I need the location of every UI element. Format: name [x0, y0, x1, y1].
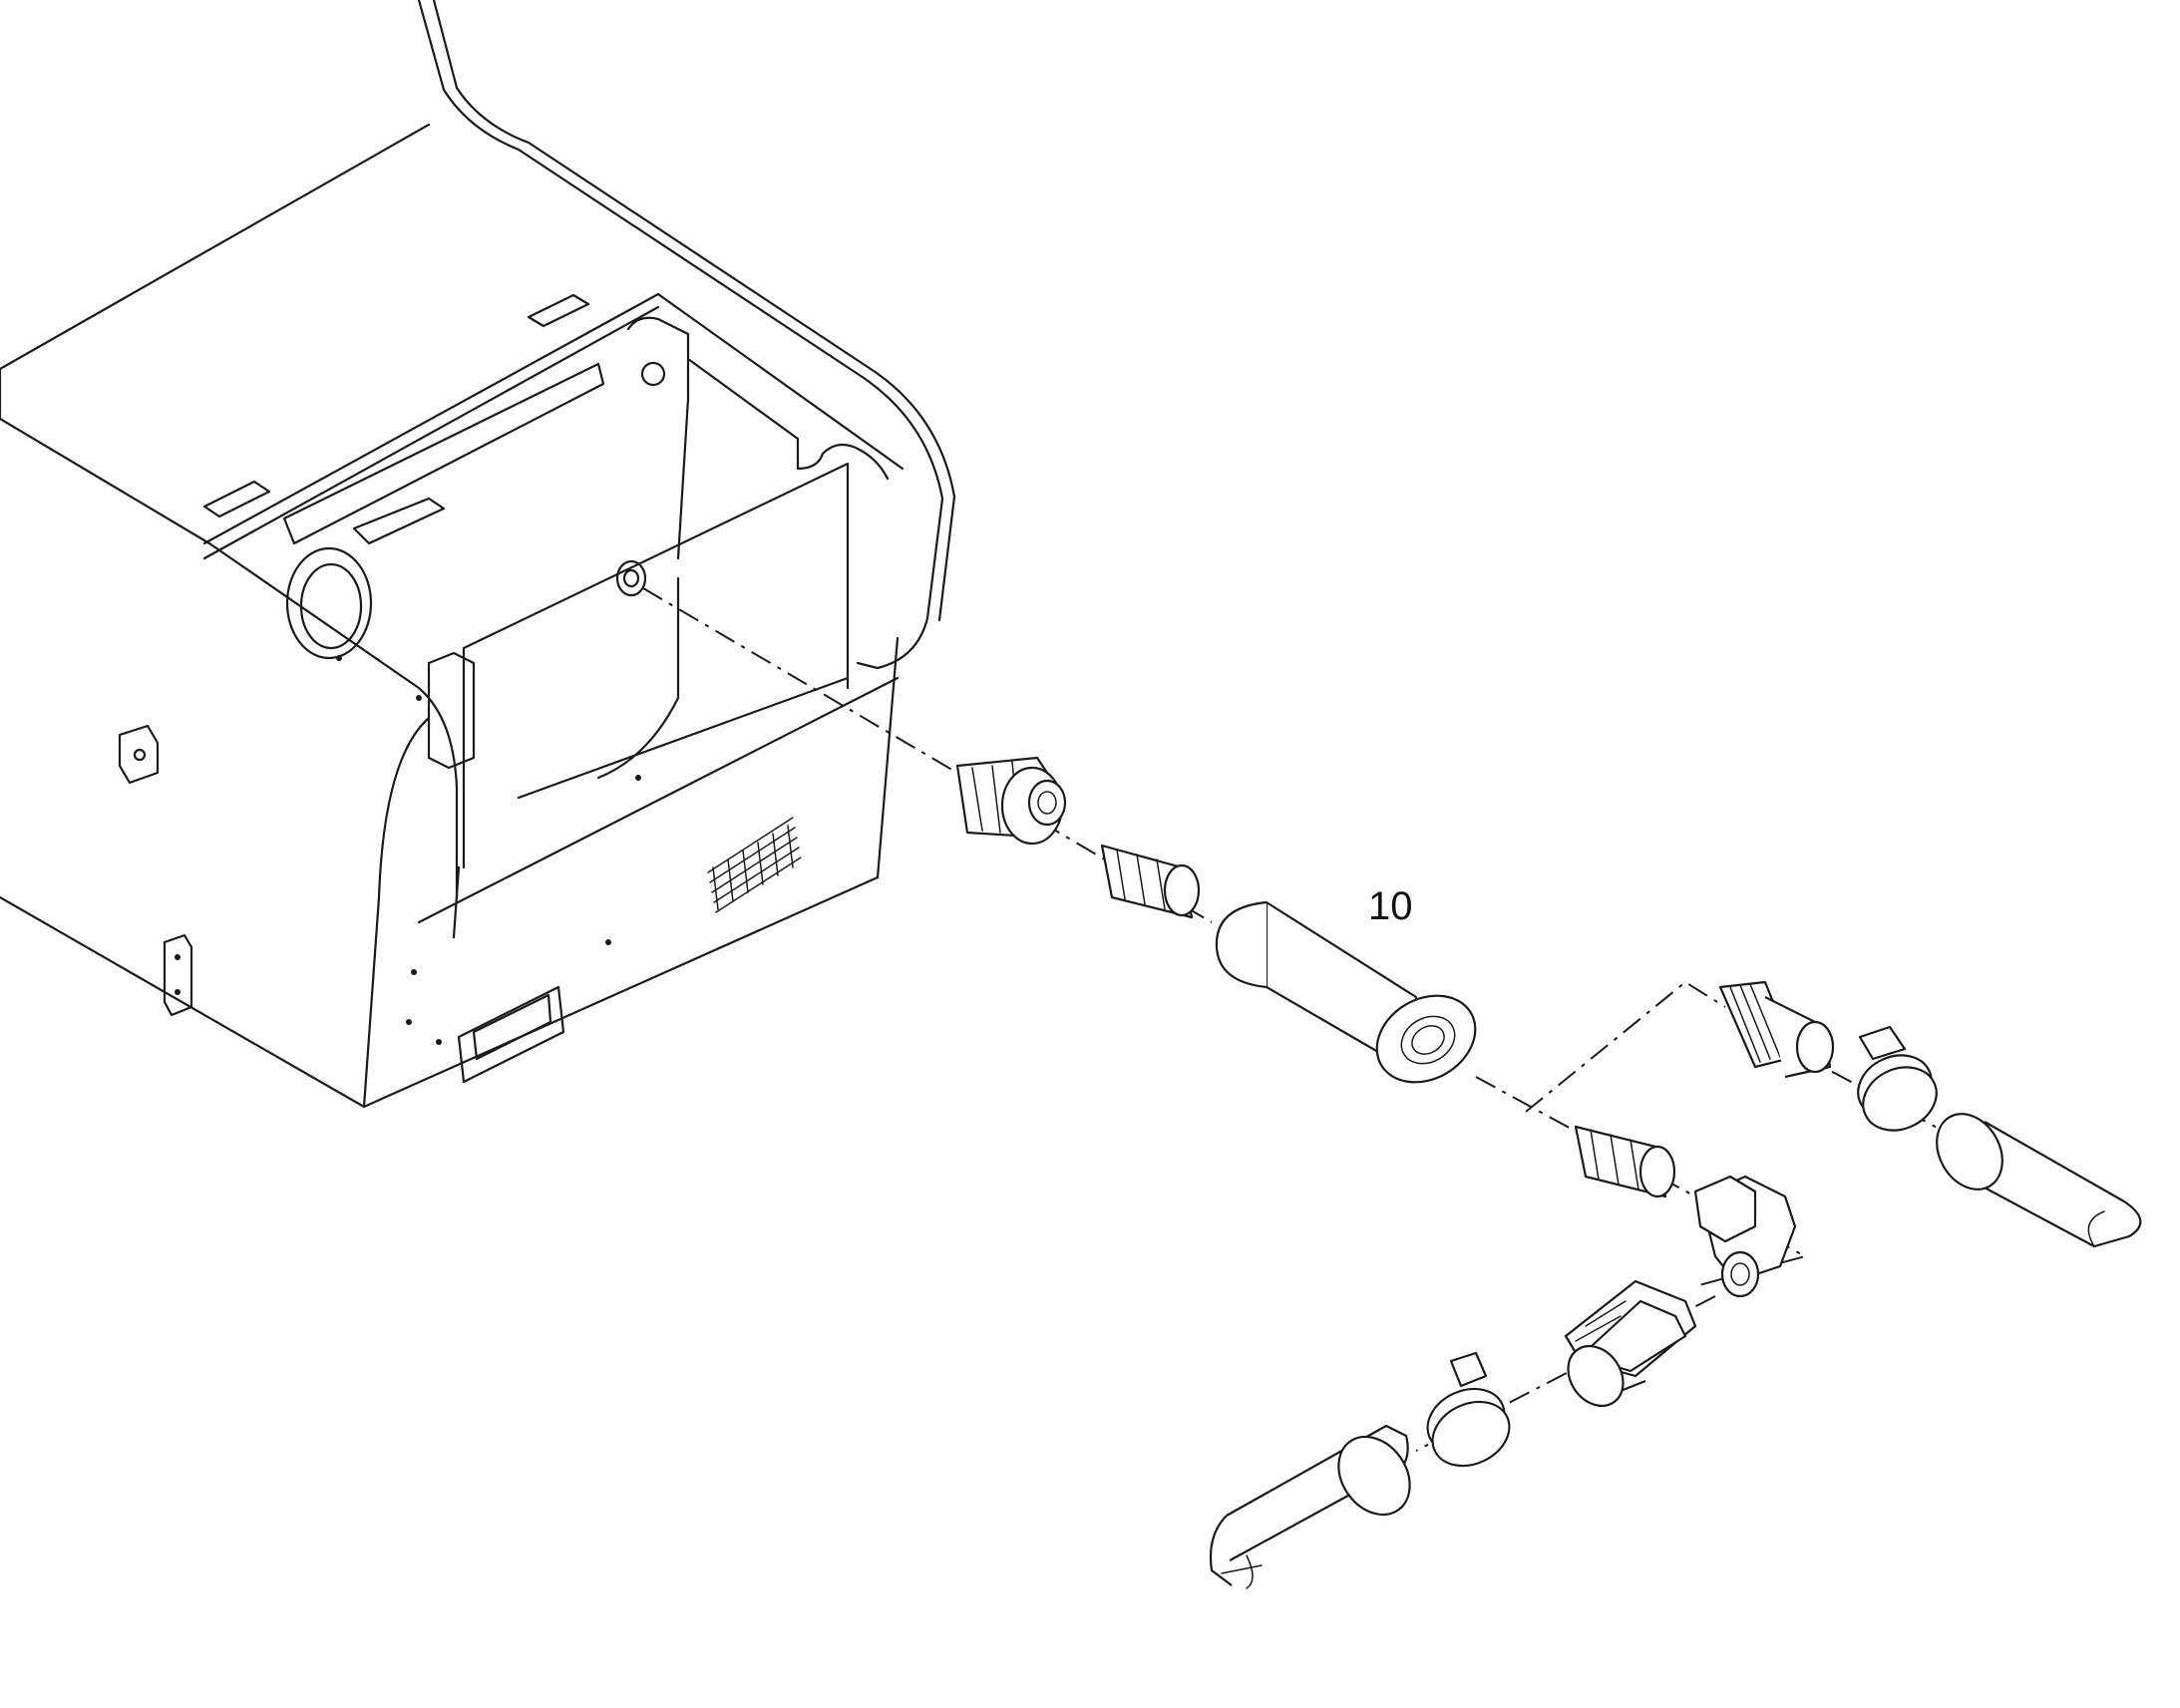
union-connector [955, 756, 1067, 846]
elbow-fitting [1693, 1175, 1797, 1298]
hose-upper [1936, 1113, 2142, 1248]
threaded-nipple [1100, 844, 1201, 919]
hose-lower [1209, 1424, 1411, 1589]
callout-10: 10 [1368, 884, 1413, 928]
lower-nipple [1574, 1125, 1676, 1198]
machine-housing [0, 0, 956, 1109]
filter-cylinder [1215, 900, 1477, 1084]
hose-clamp-upper [1857, 1025, 1938, 1132]
hose-clamp-lower [1426, 1351, 1511, 1468]
vent-grille [707, 817, 802, 913]
hose-barb-nut [1564, 1279, 1697, 1407]
hose-barb-upper [1718, 980, 1835, 1079]
